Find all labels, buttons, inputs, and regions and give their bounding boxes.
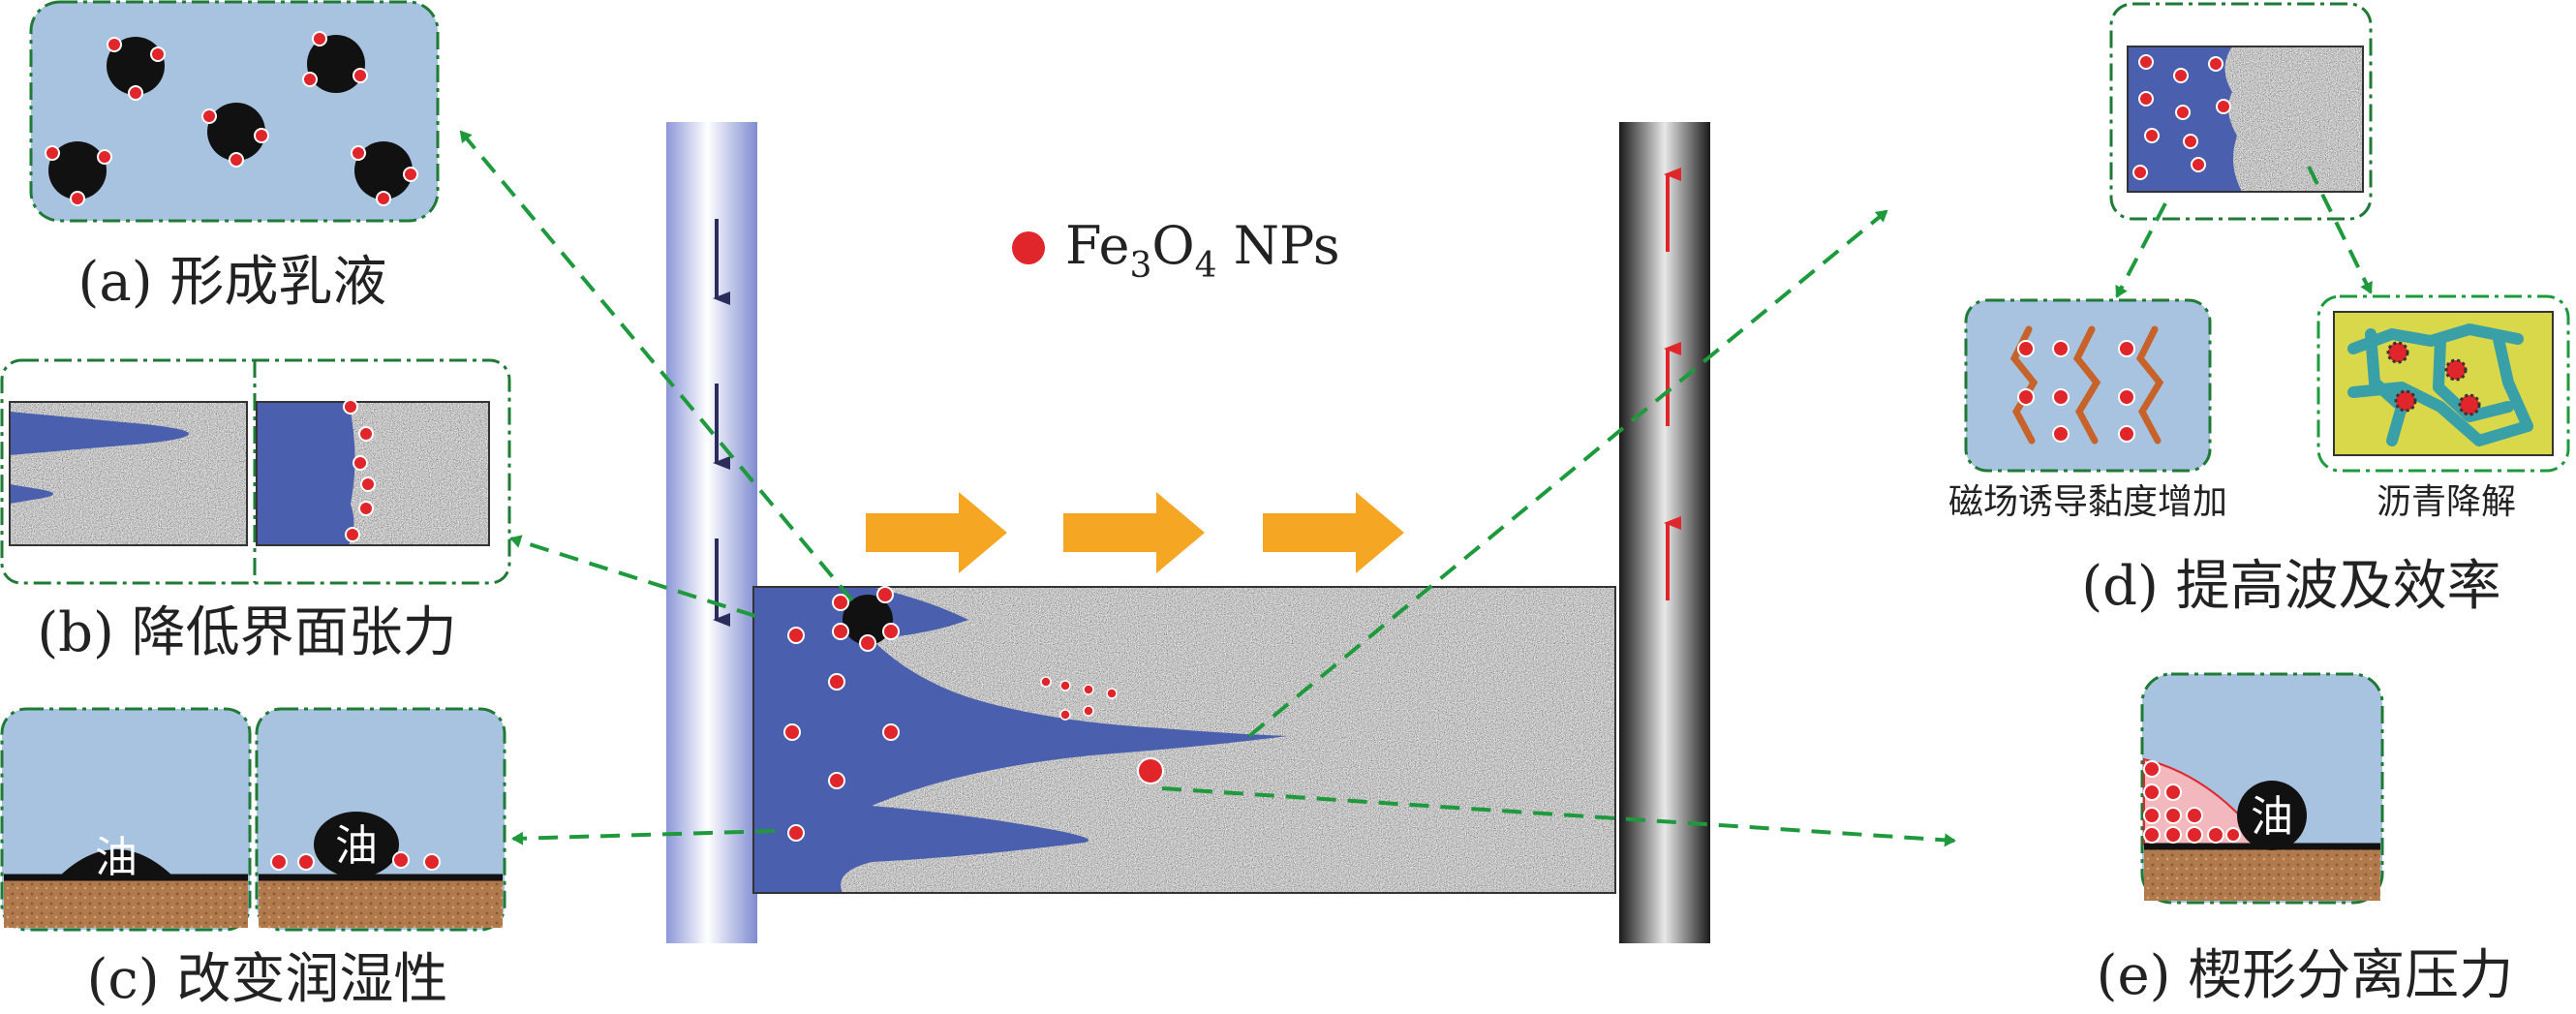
arrow-to-c xyxy=(511,829,776,845)
panel-b-right xyxy=(257,402,489,545)
reservoir-nps xyxy=(783,586,1164,842)
emulsion-droplet-main xyxy=(843,595,893,645)
oil-droplet-e xyxy=(2237,781,2307,850)
arrow-d-asphalt xyxy=(2307,166,2373,294)
d-nps xyxy=(2132,54,2231,180)
panel-b-left xyxy=(10,402,247,545)
asphalt-nps xyxy=(2386,341,2481,416)
arrow-to-e xyxy=(1161,786,1956,847)
production-well xyxy=(1619,122,1710,943)
caption-c: (c) 改变润湿性 xyxy=(87,948,448,1011)
oil-label-c1: 油 xyxy=(95,833,138,882)
viscosity-nps xyxy=(2017,340,2135,443)
emulsion-droplets xyxy=(45,31,418,206)
panel-d: 磁场诱导黏度增加 沥青降解 (d) 提高波及效率 xyxy=(1948,2,2570,618)
water-fingers xyxy=(753,587,1288,893)
oil-label-c2: 油 xyxy=(335,821,378,871)
subcaption-asphalt: 沥青降解 xyxy=(2377,482,2516,522)
np-legend-label: Fe3O4 NPs xyxy=(1065,215,1340,286)
reservoir xyxy=(752,586,1616,894)
oil-droplet xyxy=(314,812,399,877)
caption-d: (d) 提高波及效率 xyxy=(2081,555,2500,618)
panel-a: (a) 形成乳液 xyxy=(29,0,440,314)
panel-c: 油 油 (c) 改变润湿性 xyxy=(0,707,506,1011)
b-interface-nps xyxy=(343,399,376,542)
oil-label-e: 油 xyxy=(2251,792,2293,842)
caption-e: (e) 楔形分离压力 xyxy=(2097,944,2514,1007)
caption-a: (a) 形成乳液 xyxy=(78,251,387,314)
panel-d-viscosity-frame xyxy=(1964,298,2212,473)
connector-arrows xyxy=(459,130,2373,847)
subcaption-viscosity: 磁场诱导黏度增加 xyxy=(1948,482,2227,522)
panel-e: 油 (e) 楔形分离压力 xyxy=(2097,672,2514,1007)
arrow-d-viscosity xyxy=(2115,202,2167,298)
oil-spread xyxy=(58,849,174,877)
legend: Fe3O4 NPs xyxy=(1012,215,1340,286)
arrow-to-a xyxy=(459,130,854,602)
c-surface-nps xyxy=(270,851,441,871)
arrow-to-b xyxy=(509,535,756,618)
np-legend-marker xyxy=(1012,231,1045,264)
arrow-to-d xyxy=(1247,209,1888,738)
flow-direction-arrows xyxy=(866,492,1404,573)
caption-b: (b) 降低界面张力 xyxy=(37,601,456,664)
wedge-nps xyxy=(2143,760,2241,844)
injection-well xyxy=(666,122,757,943)
asphalt-structure xyxy=(2347,323,2533,446)
panel-b: (b) 降低界面张力 xyxy=(0,358,511,664)
